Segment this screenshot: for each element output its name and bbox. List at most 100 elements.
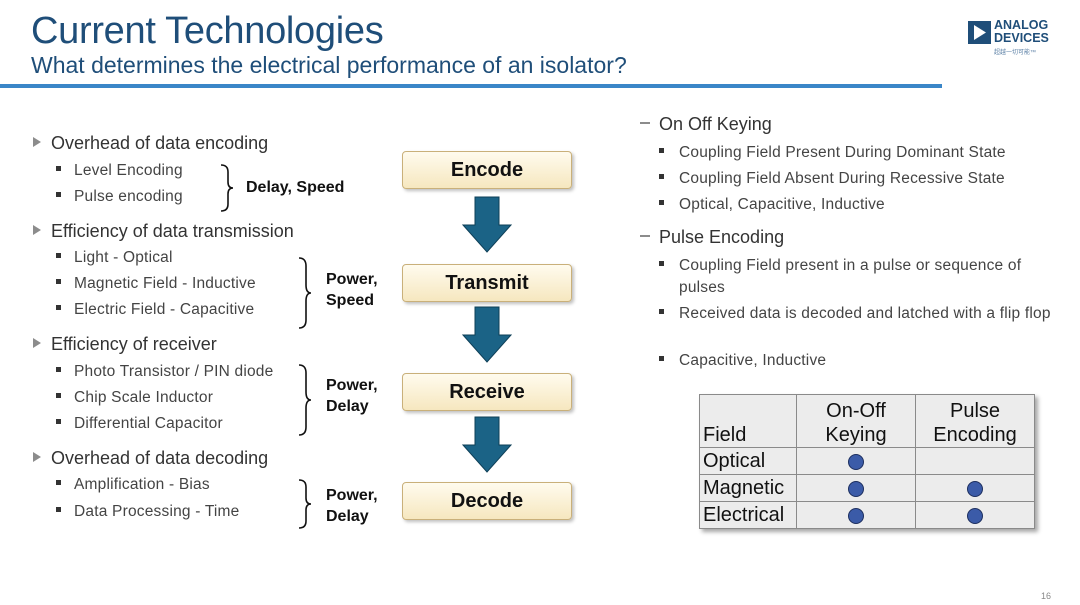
square-bullet-icon	[56, 419, 61, 425]
right-item: Coupling Field Absent During Recessive S…	[659, 168, 1059, 190]
dash-bullet-icon	[640, 122, 650, 125]
right-item-text: Optical, Capacitive, Inductive	[679, 196, 885, 213]
right-item: Received data is decoded and latched wit…	[659, 303, 1059, 347]
page-number: 16	[1040, 591, 1051, 601]
right-heading-text: Pulse Encoding	[659, 227, 785, 247]
right-brace-icon	[298, 364, 312, 436]
left-heading-text: Efficiency of data transmission	[51, 221, 294, 241]
square-bullet-icon	[56, 480, 61, 486]
filled-dot-icon	[848, 507, 864, 524]
square-bullet-icon	[659, 309, 664, 315]
square-bullet-icon	[659, 261, 664, 267]
cell-on-off	[796, 447, 916, 475]
left-item-text: Magnetic Field - Inductive	[74, 275, 256, 292]
cell-pulse-empty	[915, 447, 1035, 475]
row-label: Magnetic	[699, 474, 797, 502]
left-item: Photo Transistor / PIN diode	[56, 363, 273, 381]
left-item-text: Light - Optical	[74, 249, 173, 266]
right-heading-on-off-keying: On Off Keying	[640, 114, 772, 135]
square-bullet-icon	[659, 174, 664, 180]
cell-on-off	[796, 474, 916, 502]
triangle-bullet-icon	[33, 225, 41, 236]
flow-box-encode: Encode	[402, 151, 572, 189]
right-brace-icon	[220, 164, 234, 212]
square-bullet-icon	[56, 279, 61, 285]
filled-dot-icon	[848, 453, 864, 470]
left-item-text: Differential Capacitor	[74, 415, 223, 432]
triangle-bullet-icon	[33, 452, 41, 463]
right-item-text: Capacitive, Inductive	[679, 352, 827, 369]
table-row: Magnetic	[699, 474, 1035, 502]
right-item: Capacitive, Inductive	[659, 350, 1059, 372]
left-item-text: Level Encoding	[74, 162, 183, 179]
logo-wordmark: ANALOG DEVICES	[994, 19, 1049, 45]
square-bullet-icon	[659, 356, 664, 362]
right-heading-pulse-encoding: Pulse Encoding	[640, 227, 784, 248]
coupling-field-table: Field On-Off Keying Pulse Encoding Optic…	[699, 394, 1035, 529]
row-label: Electrical	[699, 501, 797, 529]
triangle-bullet-icon	[33, 137, 41, 148]
left-heading-transmission: Efficiency of data transmission	[33, 221, 294, 242]
left-item-text: Electric Field - Capacitive	[74, 301, 255, 318]
filled-dot-icon	[848, 480, 864, 497]
slide-title: Current Technologies	[31, 10, 384, 52]
left-item-text: Pulse encoding	[74, 188, 183, 205]
logo-line1: ANALOG	[994, 18, 1049, 32]
left-item: Differential Capacitor	[56, 415, 223, 433]
right-brace-icon	[298, 479, 312, 529]
square-bullet-icon	[659, 200, 664, 206]
analog-devices-logo: ANALOG DEVICES 超越一切可能™	[968, 18, 1058, 58]
header-cell-on-off-keying: On-Off Keying	[796, 394, 916, 448]
left-heading-decoding: Overhead of data decoding	[33, 448, 268, 469]
flow-box-receive: Receive	[402, 373, 572, 411]
table-row: Electrical	[699, 501, 1035, 529]
logo-line2: DEVICES	[994, 31, 1049, 45]
square-bullet-icon	[56, 507, 61, 513]
row-label: Optical	[699, 447, 797, 475]
brace-label-power-speed: Power, Speed	[326, 271, 378, 309]
square-bullet-icon	[56, 393, 61, 399]
right-item-text: Coupling Field present in a pulse or seq…	[679, 257, 1022, 296]
flow-box-transmit: Transmit	[402, 264, 572, 302]
left-heading-encoding: Overhead of data encoding	[33, 133, 268, 154]
left-item: Magnetic Field - Inductive	[56, 275, 256, 293]
square-bullet-icon	[56, 192, 61, 198]
left-heading-text: Efficiency of receiver	[51, 334, 217, 354]
brace-label-power-delay: Power, Delay	[326, 487, 378, 525]
left-item: Pulse encoding	[56, 188, 183, 206]
square-bullet-icon	[56, 305, 61, 311]
left-heading-text: Overhead of data decoding	[51, 448, 269, 468]
left-item: Data Processing - Time	[56, 503, 240, 521]
right-brace-icon	[298, 257, 312, 329]
flow-box-decode: Decode	[402, 482, 572, 520]
square-bullet-icon	[56, 166, 61, 172]
filled-dot-icon	[967, 480, 983, 497]
dash-bullet-icon	[640, 235, 650, 238]
square-bullet-icon	[56, 253, 61, 259]
table-row: Optical	[699, 447, 1035, 475]
logo-triangle-icon	[968, 21, 991, 44]
down-arrow-icon	[461, 196, 513, 253]
down-arrow-icon	[461, 306, 513, 363]
left-item-text: Chip Scale Inductor	[74, 389, 214, 406]
cell-on-off	[796, 501, 916, 529]
logo-tagline: 超越一切可能™	[994, 50, 1037, 56]
square-bullet-icon	[56, 367, 61, 373]
left-item: Level Encoding	[56, 162, 183, 180]
right-item: Coupling Field present in a pulse or seq…	[659, 255, 1059, 299]
left-item: Light - Optical	[56, 249, 173, 267]
cell-pulse	[915, 501, 1035, 529]
brace-label-power-delay: Power, Delay	[326, 377, 378, 415]
left-item: Chip Scale Inductor	[56, 389, 213, 407]
left-item-text: Data Processing - Time	[74, 503, 240, 520]
left-item: Amplification - Bias	[56, 476, 210, 494]
header-cell-field: Field	[699, 394, 797, 448]
left-item-text: Amplification - Bias	[74, 476, 210, 493]
triangle-bullet-icon	[33, 338, 41, 349]
field-table: Field On-Off Keying Pulse Encoding Optic…	[699, 394, 1035, 529]
right-item: Coupling Field Present During Dominant S…	[659, 142, 1059, 164]
right-item: Optical, Capacitive, Inductive	[659, 194, 1059, 216]
title-rule	[0, 84, 942, 88]
header-cell-pulse-encoding: Pulse Encoding	[915, 394, 1035, 448]
left-item: Electric Field - Capacitive	[56, 301, 254, 319]
